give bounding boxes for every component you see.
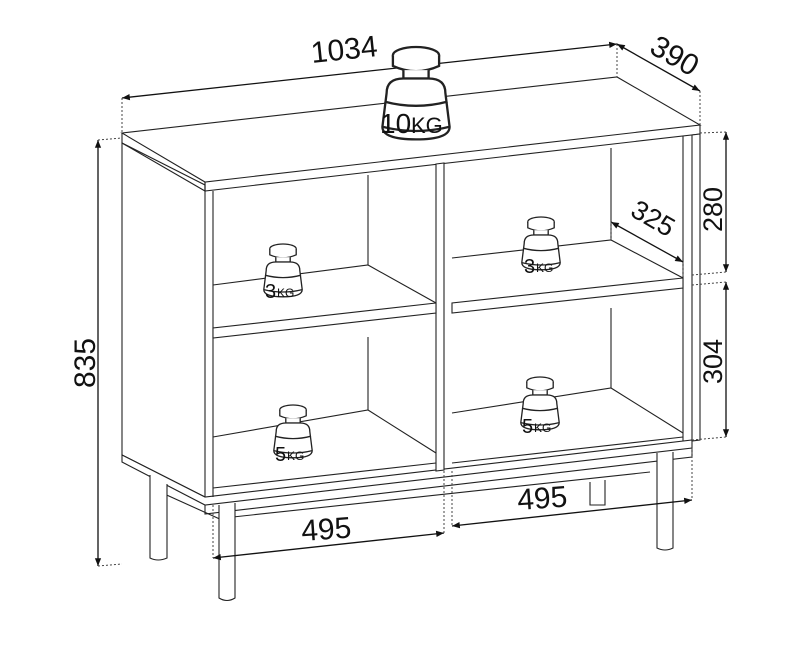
load-bottom-left-unit: KG	[287, 449, 304, 463]
leg-back-left	[149, 475, 168, 561]
load-shelf-right-unit: KG	[536, 261, 553, 275]
load-shelf-right-num: 3	[524, 256, 535, 278]
load-bottom-right-unit: KG	[534, 421, 551, 435]
load-shelf-left-num: 3	[265, 281, 276, 303]
load-bottom-left-num: 5	[275, 444, 286, 466]
load-top-num: 10	[380, 108, 411, 139]
right-shelf	[451, 239, 684, 314]
width-label: 1034	[309, 30, 379, 70]
right-width-label: 495	[516, 481, 568, 517]
left-side-panel	[121, 142, 206, 498]
left-shelf	[212, 264, 437, 339]
load-bottom-right-num: 5	[522, 416, 533, 438]
leg-front-right	[656, 452, 674, 551]
load-shelf-left-unit: KG	[277, 286, 294, 300]
upper-height-label: 280	[698, 187, 728, 232]
bottom-plinth	[121, 439, 693, 506]
load-top-unit: KG	[411, 113, 443, 138]
left-width-label: 495	[300, 512, 352, 548]
height-label: 835	[69, 338, 102, 388]
leg-front-left	[218, 503, 236, 602]
right-side-panel	[691, 133, 701, 442]
cabinet	[120, 76, 702, 526]
lower-height-label: 304	[698, 339, 728, 384]
depth-label: 390	[645, 29, 705, 83]
center-divider	[435, 162, 445, 472]
